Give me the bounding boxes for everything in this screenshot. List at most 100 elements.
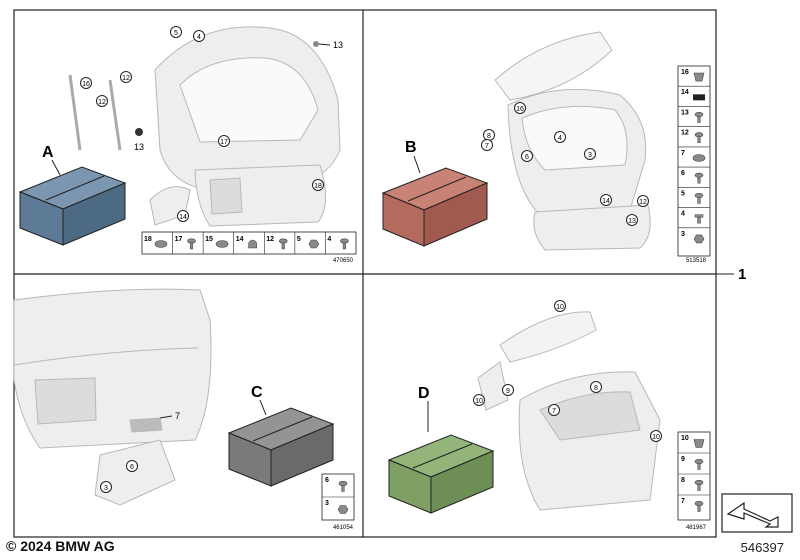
screw-icon <box>694 458 704 470</box>
svg-text:14: 14 <box>236 236 244 243</box>
legend-item-c-6: 6 <box>325 477 348 492</box>
svg-text:14: 14 <box>179 214 187 221</box>
ref-number-b: 513518 <box>686 258 707 264</box>
legend-item-b-16: 16 <box>681 69 705 82</box>
svg-text:6: 6 <box>525 154 529 161</box>
box-label-c: C <box>251 384 263 401</box>
legend-item-a-17: 17 <box>172 232 196 254</box>
svg-text:6: 6 <box>325 477 329 484</box>
legend-item-b-12: 12 <box>678 126 710 144</box>
legend-item-a-18: 18 <box>144 236 168 248</box>
screw-icon <box>694 479 704 491</box>
svg-text:7: 7 <box>485 143 489 150</box>
legend-item-b-13: 13 <box>678 106 710 123</box>
callout-b-7: 7 <box>481 139 493 151</box>
svg-text:17: 17 <box>220 139 228 146</box>
legend-item-b-3: 3 <box>678 227 710 244</box>
svg-text:3: 3 <box>325 500 329 507</box>
legend-item-a-5: 5 <box>294 232 320 254</box>
arrow-icon <box>726 501 779 528</box>
parts-box-d <box>387 434 495 514</box>
nut-icon <box>693 234 705 244</box>
svg-text:16: 16 <box>516 106 524 113</box>
legend-item-c-3: 3 <box>322 496 354 514</box>
svg-text:16: 16 <box>681 69 689 76</box>
box-label-b: B <box>405 139 417 156</box>
callout-a-12-top: 12 <box>120 71 132 83</box>
svg-text:5: 5 <box>174 30 178 37</box>
diagram-number: 546397 <box>740 540 784 555</box>
legend-item-d-9: 9 <box>678 452 710 470</box>
main-callout-label: 1 <box>738 266 746 283</box>
svg-text:5: 5 <box>297 236 301 243</box>
box-label-c-leader <box>259 399 267 416</box>
callout-d-10-top: 10 <box>554 300 566 312</box>
legend-item-d-10: 10 <box>681 435 705 448</box>
svg-text:10: 10 <box>652 434 660 441</box>
svg-text:7: 7 <box>552 408 556 415</box>
svg-text:14: 14 <box>681 89 689 96</box>
svg-text:8: 8 <box>487 133 491 140</box>
screw-icon <box>187 238 196 250</box>
parts-box-b <box>381 167 489 247</box>
box-label-b-leader <box>413 155 421 174</box>
ref-number-d: 481967 <box>686 525 707 531</box>
legend-item-a-12: 12 <box>263 232 288 254</box>
tailgate-drawing-c <box>13 288 212 506</box>
svg-text:15: 15 <box>205 236 213 243</box>
svg-text:9: 9 <box>506 388 510 395</box>
legend-item-b-6: 6 <box>678 166 710 184</box>
svg-text:5: 5 <box>681 190 685 197</box>
legend-item-b-4: 4 <box>678 207 710 224</box>
svg-text:6: 6 <box>130 464 134 471</box>
svg-text:13: 13 <box>333 40 343 50</box>
clip-icon <box>693 439 705 448</box>
legend-a: 18 17 15 14 12 5 4 <box>144 232 349 254</box>
callout-d-7: 7 <box>548 404 560 416</box>
legend-item-b-5: 5 <box>678 187 710 204</box>
tailgate-drawing-d <box>477 311 661 511</box>
screw-icon <box>340 238 349 250</box>
callout-d-8: 8 <box>590 381 602 393</box>
callout-a-12-left: 12 <box>96 95 108 107</box>
navigation-arrow-button[interactable] <box>721 493 793 533</box>
pad-icon <box>693 94 705 101</box>
quadrant-c: C 7 6 3 63 461054 <box>13 288 355 531</box>
svg-text:3: 3 <box>588 152 592 159</box>
svg-text:12: 12 <box>639 199 647 206</box>
svg-text:10: 10 <box>475 398 483 405</box>
tailgate-drawing-b <box>494 31 651 251</box>
legend-item-b-14: 14 <box>678 85 710 101</box>
legend-b: 16 14 13 12 7 6 5 4 3 <box>678 69 710 244</box>
callout-a-14: 14 <box>177 210 189 222</box>
screw-icon <box>694 112 704 123</box>
svg-text:8: 8 <box>681 477 685 484</box>
legend-column-d <box>677 431 711 521</box>
callout-b-3: 3 <box>584 148 596 160</box>
screw-icon <box>694 192 704 204</box>
clip-icon <box>693 72 705 82</box>
ref-number-a: 470650 <box>333 258 354 264</box>
legend-item-d-7: 7 <box>678 494 710 512</box>
callout-a-4: 4 <box>193 30 205 42</box>
svg-text:10: 10 <box>681 435 689 442</box>
svg-text:4: 4 <box>197 34 201 41</box>
legend-item-a-4: 4 <box>325 232 349 254</box>
screw-icon <box>338 480 348 492</box>
svg-text:7: 7 <box>175 411 180 421</box>
svg-text:13: 13 <box>134 142 144 152</box>
svg-text:6: 6 <box>681 170 685 177</box>
callout-b-16: 16 <box>514 102 526 114</box>
svg-text:12: 12 <box>681 130 689 137</box>
legend-d: 10 9 8 7 <box>678 435 710 512</box>
callout-a-17: 17 <box>218 135 230 147</box>
callout-c-7: 7 <box>159 411 180 421</box>
svg-text:14: 14 <box>602 198 610 205</box>
svg-text:7: 7 <box>681 150 685 157</box>
callout-c-3: 3 <box>100 481 112 493</box>
svg-text:8: 8 <box>594 385 598 392</box>
svg-text:3: 3 <box>104 485 108 492</box>
